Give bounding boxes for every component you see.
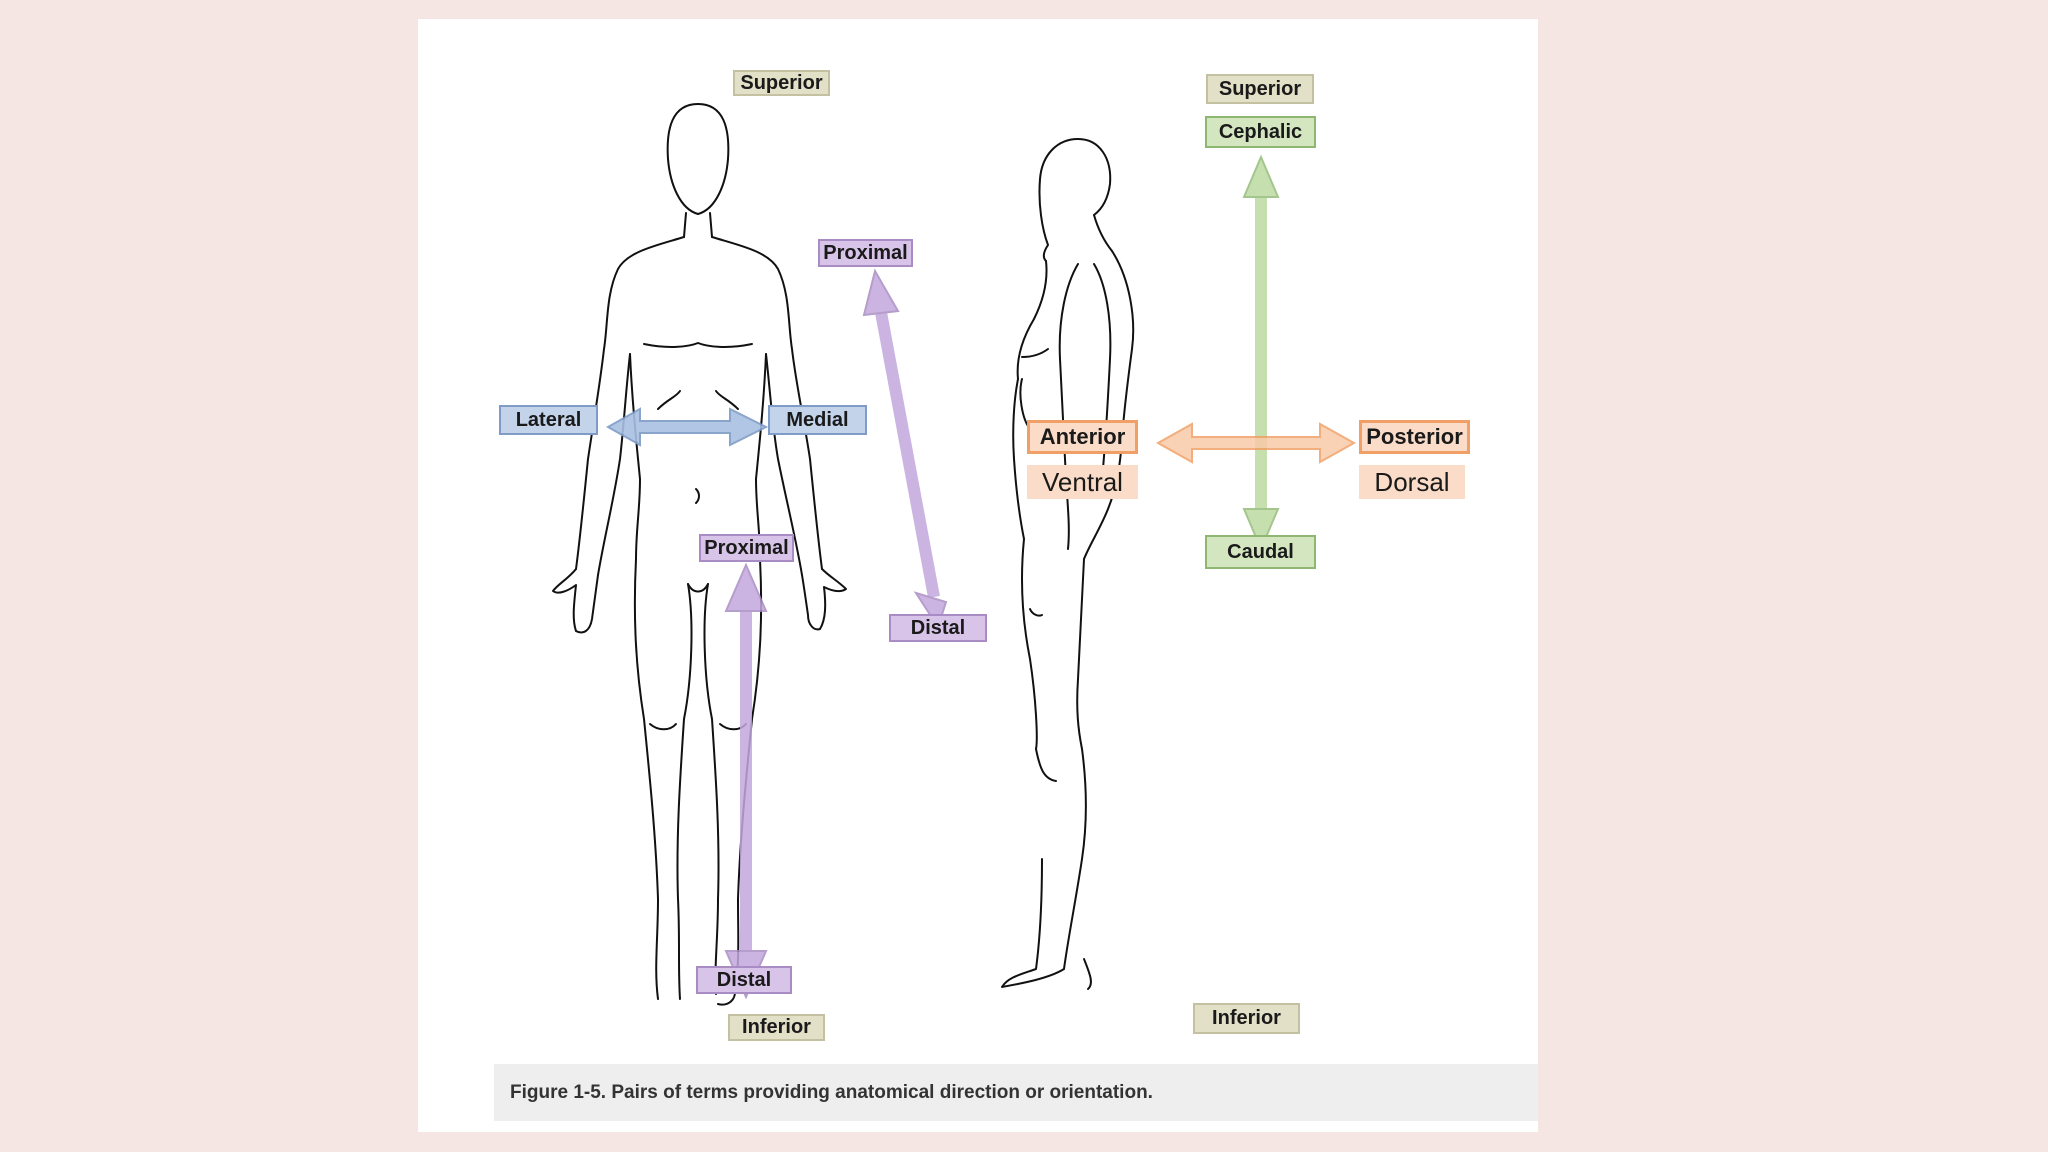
figure-card: Superior Lateral Medial Proximal Distal … (418, 19, 1538, 1132)
anatomy-diagram (552, 103, 1357, 1006)
arm-proximal-label: Proximal (818, 239, 913, 267)
front-inferior-label: Inferior (728, 1014, 825, 1041)
leg-proximal-label: Proximal (699, 534, 794, 562)
cephalic-label: Cephalic (1205, 116, 1316, 148)
anterior-label: Anterior (1027, 420, 1138, 454)
arm-proximal-distal-arrow (862, 268, 948, 630)
lateral-label: Lateral (499, 405, 598, 435)
side-superior-label: Superior (1206, 74, 1314, 104)
front-superior-label: Superior (733, 70, 830, 96)
caudal-label: Caudal (1205, 535, 1316, 569)
medial-label: Medial (768, 405, 867, 435)
cephalic-caudal-arrow (1242, 154, 1280, 552)
ventral-label: Ventral (1027, 465, 1138, 499)
leg-distal-label: Distal (696, 966, 792, 994)
posterior-label: Posterior (1359, 420, 1470, 454)
lateral-medial-arrow (605, 407, 769, 447)
dorsal-label: Dorsal (1359, 465, 1465, 499)
side-body-outline (1001, 138, 1135, 990)
anterior-posterior-arrow (1155, 422, 1357, 464)
side-inferior-label: Inferior (1193, 1003, 1300, 1034)
arm-distal-label: Distal (889, 614, 987, 642)
figure-caption: Figure 1-5. Pairs of terms providing ana… (494, 1064, 1538, 1121)
